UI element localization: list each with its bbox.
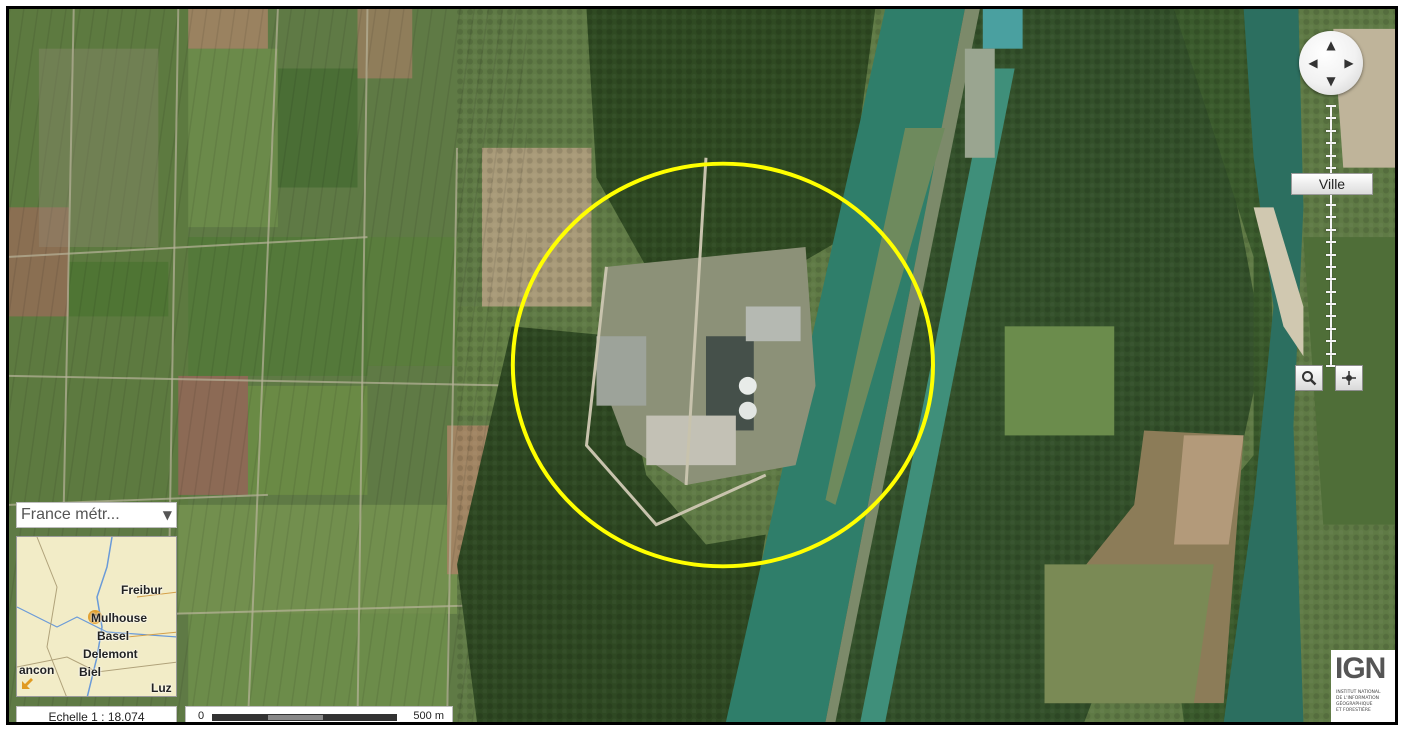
lock-structure xyxy=(964,48,995,158)
scale-start-label: 0 xyxy=(198,710,205,722)
overview-label: Freibur xyxy=(121,583,163,597)
overview-label: Luz xyxy=(151,681,172,695)
chevron-down-icon: ▼ xyxy=(162,508,172,522)
aerial-map[interactable] xyxy=(9,9,1395,722)
switchyard xyxy=(596,336,647,406)
zoom-tick[interactable] xyxy=(1326,254,1336,256)
navigation-pad[interactable]: ▲ ▼ ◀ ▶ xyxy=(1299,31,1363,95)
territory-select[interactable]: France métr... ▼ xyxy=(16,502,177,528)
ign-logo-text: IGN xyxy=(1335,652,1386,685)
crosshair-icon xyxy=(1342,371,1356,385)
overview-label: ancon xyxy=(19,663,55,677)
scale-ratio: Echelle 1 : 18.074 xyxy=(16,706,177,722)
road xyxy=(9,236,527,615)
rhine-river xyxy=(1223,9,1304,722)
zoom-rail-line xyxy=(1330,105,1332,367)
chevron-up-icon[interactable]: ▲ xyxy=(1326,38,1336,52)
ign-logo-mark: IGN xyxy=(1335,652,1386,685)
drainage-canal xyxy=(860,68,1015,722)
scale-bar-graphic xyxy=(212,714,397,721)
overview-label: Mulhouse xyxy=(91,611,147,625)
magnifier-icon xyxy=(1302,371,1317,386)
plant-building xyxy=(745,306,801,342)
highlight-circle xyxy=(510,161,935,569)
overview-map-roads xyxy=(17,537,176,696)
ign-logo-caption: INSTITUT NATIONAL DE L'INFORMATION GÉOGR… xyxy=(1336,690,1395,714)
overview-label: Delemont xyxy=(83,647,138,661)
zoom-tick[interactable] xyxy=(1326,216,1336,218)
zoom-tick[interactable] xyxy=(1326,142,1336,144)
recenter-button[interactable] xyxy=(1335,365,1363,391)
zoom-level-label[interactable]: Ville xyxy=(1291,173,1373,195)
reactor-dome xyxy=(738,401,757,420)
zoom-tick[interactable] xyxy=(1326,303,1336,305)
expand-arrow-icon[interactable] xyxy=(21,676,35,690)
field xyxy=(1044,564,1214,704)
canal-dike xyxy=(825,9,980,722)
zoom-tick[interactable] xyxy=(1326,328,1336,330)
zoom-tick[interactable] xyxy=(1326,155,1336,157)
chevron-down-icon[interactable]: ▼ xyxy=(1326,74,1336,88)
chevron-right-icon[interactable]: ▶ xyxy=(1344,56,1354,70)
overview-label: Basel xyxy=(97,629,130,643)
territory-selected-value: France métr... xyxy=(21,506,120,523)
zoom-tick[interactable] xyxy=(1326,167,1336,169)
village xyxy=(38,48,159,247)
zoom-tick[interactable] xyxy=(1326,204,1336,206)
scale-end-label: 500 m xyxy=(413,710,444,722)
ign-caption-line: DE L'INFORMATION xyxy=(1336,696,1380,701)
zoom-tick[interactable] xyxy=(1326,266,1336,268)
river-bank xyxy=(1253,207,1304,357)
chevron-left-icon[interactable]: ◀ xyxy=(1308,56,1318,70)
reactor-dome xyxy=(738,376,757,395)
zoom-tick[interactable] xyxy=(1326,315,1336,317)
zoom-tick[interactable] xyxy=(1326,241,1336,243)
zoom-tick[interactable] xyxy=(1326,130,1336,132)
overview-map[interactable]: Freibur Mulhouse Basel Delemont ancon Bi… xyxy=(16,536,177,697)
canal-island xyxy=(825,127,945,505)
zoom-tick[interactable] xyxy=(1326,340,1336,342)
zoom-tick[interactable] xyxy=(1326,353,1336,355)
ign-logo[interactable]: IGN INSTITUT NATIONAL DE L'INFORMATION G… xyxy=(1331,650,1395,722)
lock xyxy=(982,9,1023,49)
scale-bar: 0 500 m xyxy=(185,706,453,722)
ign-caption-line: INSTITUT NATIONAL xyxy=(1336,690,1381,695)
field xyxy=(1004,326,1115,436)
zoom-slider[interactable] xyxy=(1326,105,1336,367)
overview-label: Biel xyxy=(79,665,102,679)
road xyxy=(62,9,459,722)
map-frame[interactable]: ▲ ▼ ◀ ▶ Ville France métr... ▼ xyxy=(6,6,1398,725)
zoom-tick[interactable] xyxy=(1326,365,1336,367)
zoom-tick[interactable] xyxy=(1326,278,1336,280)
zoom-tick[interactable] xyxy=(1326,117,1336,119)
zoom-tick[interactable] xyxy=(1326,229,1336,231)
zoom-tick[interactable] xyxy=(1326,291,1336,293)
zoom-box-button[interactable] xyxy=(1295,365,1323,391)
ign-caption-line: GÉOGRAPHIQUE xyxy=(1336,702,1373,707)
ign-caption-line: ET FORESTIÈRE xyxy=(1336,708,1371,713)
plant-road xyxy=(584,157,767,527)
zoom-tick[interactable] xyxy=(1326,105,1336,107)
field xyxy=(1173,435,1244,545)
